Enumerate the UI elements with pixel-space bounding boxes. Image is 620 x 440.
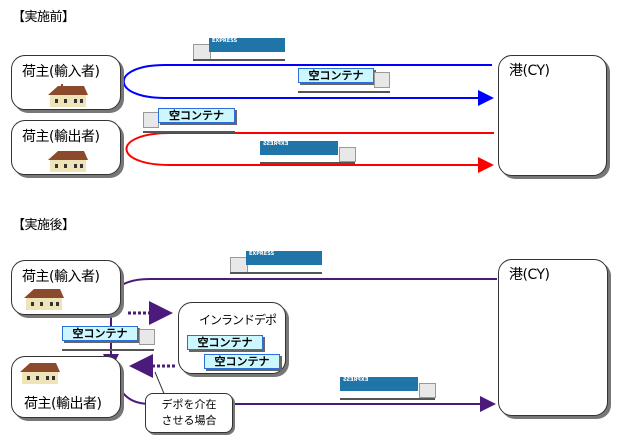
depot-empty-container-2: 空コンテナ	[204, 354, 280, 369]
callout-line-1: デポを介在	[161, 398, 217, 411]
truck-cab-icon	[374, 72, 390, 88]
empty-container: 空コンテナ	[298, 68, 374, 83]
before-container-truck-middle: 空コンテナ	[143, 108, 235, 134]
before-express-truck-top: EXPRESS	[193, 38, 285, 61]
after-section-title: 【実施後】	[12, 218, 75, 233]
before-port-node: 港(CY)	[498, 55, 607, 176]
before-section-title: 【実施前】	[12, 10, 75, 25]
truck-wheels	[260, 158, 355, 164]
truck-wheels	[193, 55, 285, 61]
before-exporter-node: 荷主(輸出者)	[11, 120, 121, 175]
depot-label: インランドデポ	[199, 313, 277, 327]
callout-line-2: させる場合	[161, 414, 217, 427]
after-express-truck-top: EXPRESS	[230, 251, 322, 274]
truck-cab-icon	[139, 329, 155, 345]
depot-empty-container-1: 空コンテナ	[187, 335, 263, 350]
after-exporter-label: 荷主(輸出者)	[24, 396, 102, 412]
truck-wheels	[143, 127, 235, 133]
before-container-truck-top: 空コンテナ	[298, 68, 390, 94]
before-exporter-label: 荷主(輸出者)	[22, 129, 100, 145]
after-port-node: 港(CY)	[498, 259, 608, 416]
after-port-label: 港(CY)	[509, 267, 550, 283]
truck-trailer: EXPRESS	[246, 251, 322, 265]
empty-container: 空コンテナ	[158, 108, 235, 123]
empty-container: 空コンテナ	[62, 326, 138, 341]
before-express-truck-bottom: EXPRESS	[260, 141, 356, 165]
after-importer-node: 荷主(輸入者)	[11, 260, 121, 315]
after-container-truck: 空コンテナ	[62, 326, 155, 352]
export-route-loop	[125, 132, 494, 173]
before-port-label: 港(CY)	[509, 63, 550, 79]
after-exporter-node: 荷主(輸出者)	[11, 356, 121, 418]
inland-depot-node: インランドデポ 空コンテナ 空コンテナ	[178, 302, 286, 374]
house-icon	[16, 361, 62, 389]
before-importer-node: 荷主(輸入者)	[11, 55, 121, 110]
house-icon	[20, 287, 66, 315]
after-importer-label: 荷主(輸入者)	[22, 269, 100, 285]
depot-callout: デポを介在 させる場合	[145, 393, 233, 433]
after-import-route	[105, 278, 497, 302]
truck-cab-icon	[143, 112, 159, 128]
truck-cab-icon	[419, 383, 436, 398]
truck-wheels	[298, 87, 390, 93]
before-importer-label: 荷主(輸入者)	[22, 64, 100, 80]
after-express-truck-bottom: EXPRESS	[340, 377, 436, 401]
truck-wheels	[62, 345, 154, 351]
truck-wheels	[230, 268, 322, 274]
truck-wheels	[340, 394, 435, 400]
truck-trailer: EXPRESS	[209, 38, 285, 52]
house-icon	[44, 82, 90, 112]
house-icon	[44, 149, 90, 177]
import-route-loop	[122, 64, 494, 106]
truck-trailer: EXPRESS	[340, 377, 418, 391]
truck-trailer: EXPRESS	[260, 141, 338, 155]
truck-cab-icon	[339, 147, 356, 162]
